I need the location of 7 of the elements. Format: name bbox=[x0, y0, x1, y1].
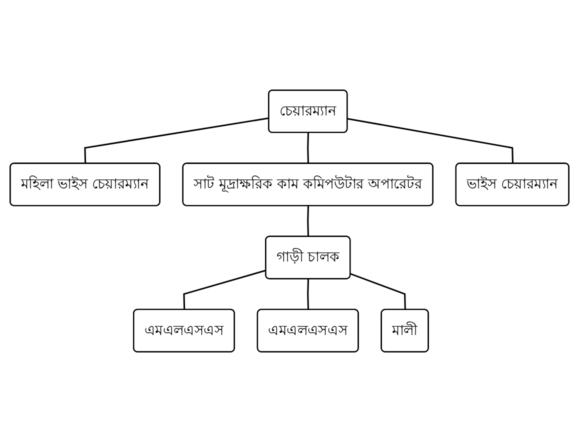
connector bbox=[347, 118, 514, 164]
connector bbox=[84, 117, 270, 164]
connector bbox=[183, 270, 266, 310]
connector bbox=[350, 273, 406, 310]
connector bbox=[307, 206, 310, 237]
connector bbox=[307, 279, 310, 310]
connector bbox=[307, 132, 310, 164]
